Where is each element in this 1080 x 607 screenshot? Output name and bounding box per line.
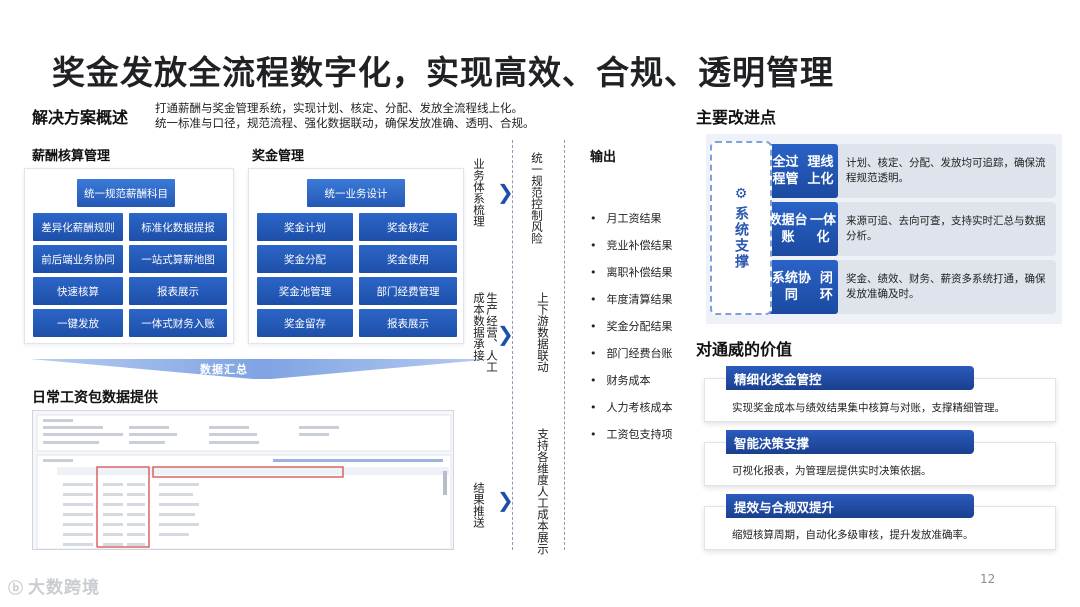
output-item: 财务成本 — [590, 367, 673, 394]
improvement-row: 数据台账一体化 来源可追、去向可查，支持实时汇总与数据分析。 — [766, 202, 1056, 256]
salary-panel: 统一规范薪酬科目 差异化薪酬规则 标准化数据提报 前后端业务协同 一站式算薪地图… — [24, 168, 234, 344]
improvement-tag-line: 理线上化 — [803, 154, 838, 188]
flow-label-business: 业务体系梳理 — [472, 158, 485, 227]
salary-item-button[interactable]: 报表展示 — [129, 277, 227, 305]
salary-item-button[interactable]: 一站式算薪地图 — [129, 245, 227, 273]
page-title: 奖金发放全流程数字化，实现高效、合规、透明管理 — [52, 46, 834, 94]
flow-label-data-intake: 生产经营、人工成本数据承接 — [472, 292, 498, 374]
output-item: 年度清算结果 — [590, 286, 673, 313]
overview-text: 打通薪酬与奖金管理系统，实现计划、核定、分配、发放全流程线上化。 统一标准与口径… — [155, 101, 535, 131]
flow-caption-dimensions: 支持各维度人工成本展示 — [536, 428, 549, 555]
output-item: 竞业补偿结果 — [590, 232, 673, 259]
salary-item-button[interactable]: 一体式财务入账 — [129, 309, 227, 337]
bonus-item-button[interactable]: 奖金留存 — [257, 309, 353, 337]
value-tag: 提效与合规双提升 — [726, 494, 974, 518]
improvement-text: 来源可追、去向可查，支持实时汇总与数据分析。 — [846, 202, 1051, 256]
bonus-item-button[interactable]: 奖金使用 — [359, 245, 457, 273]
overview-heading: 解决方案概述 — [32, 104, 128, 128]
value-text: 实现奖金成本与绩效结果集中核算与对账，支撑精细管理。 — [732, 400, 1005, 415]
value-text: 缩短核算周期，自动化多级审核，提升发放准确率。 — [732, 527, 974, 542]
output-item: 奖金分配结果 — [590, 313, 673, 340]
payroll-screenshot — [32, 410, 454, 550]
overview-line-2: 统一标准与口径，规范流程、强化数据联动，确保发放准确、透明、合规。 — [155, 116, 535, 131]
salary-item-button[interactable]: 差异化薪酬规则 — [33, 213, 123, 241]
value-text: 可视化报表，为管理层提供实时决策依据。 — [732, 463, 932, 478]
output-heading: 输出 — [590, 146, 616, 165]
salary-top-button[interactable]: 统一规范薪酬科目 — [77, 179, 175, 207]
bonus-top-button[interactable]: 统一业务设计 — [307, 179, 405, 207]
payroll-table-image — [33, 411, 454, 550]
salary-item-button[interactable]: 前后端业务协同 — [33, 245, 123, 273]
improvement-text: 奖金、绩效、财务、薪资多系统打通，确保发放准确及时。 — [846, 260, 1051, 314]
divider-right — [564, 140, 565, 550]
output-item: 离职补偿结果 — [590, 259, 673, 286]
salary-item-button[interactable]: 一键发放 — [33, 309, 123, 337]
system-support-label: 系统支撑 — [731, 206, 751, 270]
bonus-item-button[interactable]: 奖金计划 — [257, 213, 353, 241]
improvement-tag-line: 全过程管 — [768, 154, 803, 188]
salary-heading: 薪酬核算管理 — [32, 145, 110, 164]
improvement-text: 计划、核定、分配、发放均可追踪，确保流程规范透明。 — [846, 144, 1051, 198]
bonus-item-button[interactable]: 奖金池管理 — [257, 277, 353, 305]
values-heading: 对通威的价值 — [696, 336, 792, 360]
improvement-tag: 系统协同闭环 — [768, 260, 838, 314]
bonus-item-button[interactable]: 奖金分配 — [257, 245, 353, 273]
output-item: 人力考核成本 — [590, 394, 673, 421]
improvement-row: 全过程管理线上化 计划、核定、分配、发放均可追踪，确保流程规范透明。 — [766, 144, 1056, 198]
overview-line-1: 打通薪酬与奖金管理系统，实现计划、核定、分配、发放全流程线上化。 — [155, 101, 535, 116]
flow-caption-linkage: 上下游数据联动 — [536, 292, 549, 373]
bonus-heading: 奖金管理 — [252, 145, 304, 164]
system-icon: ⚙ — [735, 186, 748, 202]
salary-item-button[interactable]: 快速核算 — [33, 277, 123, 305]
data-summary-label: 数据汇总 — [200, 361, 248, 377]
bonus-panel: 统一业务设计 奖金计划 奖金核定 奖金分配 奖金使用 奖金池管理 部门经费管理 … — [248, 168, 464, 344]
system-support-box: ⚙ 系统支撑 — [710, 141, 772, 315]
bonus-item-button[interactable]: 报表展示 — [359, 309, 457, 337]
logo-text: 大数跨境 — [28, 578, 100, 598]
salary-item-button[interactable]: 标准化数据提报 — [129, 213, 227, 241]
improvement-tag: 全过程管理线上化 — [768, 144, 838, 198]
output-item: 部门经费台账 — [590, 340, 673, 367]
output-item: 工资包支持项 — [590, 421, 673, 448]
data-summary-funnel — [30, 359, 494, 379]
divider-left — [512, 140, 513, 550]
value-tag: 智能决策支撑 — [726, 430, 974, 454]
improvement-tag-line: 系统协同 — [768, 270, 815, 304]
bonus-item-button[interactable]: 部门经费管理 — [359, 277, 457, 305]
flow-label-result-push: 结果推送 — [472, 482, 485, 528]
improvement-row: 系统协同闭环 奖金、绩效、财务、薪资多系统打通，确保发放准确及时。 — [766, 260, 1056, 314]
improvement-tag: 数据台账一体化 — [768, 202, 838, 256]
improvement-tag-line: 一体化 — [808, 212, 838, 246]
value-tag: 精细化奖金管控 — [726, 366, 974, 390]
flow-caption-risk: 统一规范控制风险 — [530, 152, 543, 262]
bonus-item-button[interactable]: 奖金核定 — [359, 213, 457, 241]
improvement-tag-line: 闭环 — [815, 270, 838, 304]
improvements-heading: 主要改进点 — [696, 104, 776, 128]
improvement-tag-line: 数据台账 — [768, 212, 808, 246]
page-number: 12 — [980, 572, 995, 586]
logo-icon: ⓑ — [8, 579, 24, 597]
payroll-heading: 日常工资包数据提供 — [32, 387, 158, 407]
output-list: 月工资结果 竞业补偿结果 离职补偿结果 年度清算结果 奖金分配结果 部门经费台账… — [590, 205, 673, 448]
output-item: 月工资结果 — [590, 205, 673, 232]
